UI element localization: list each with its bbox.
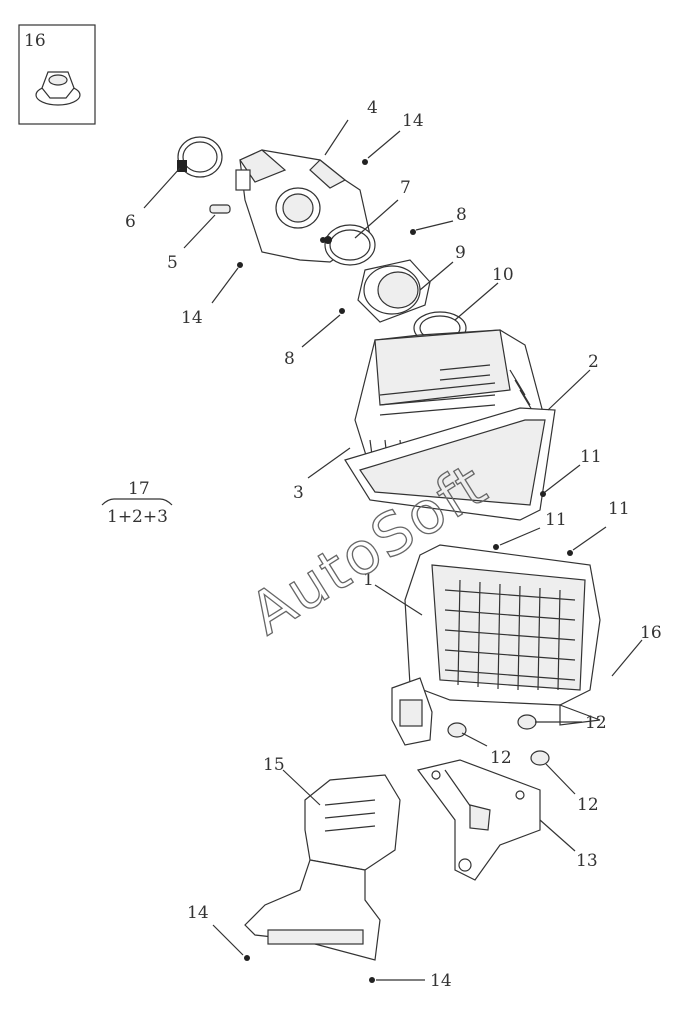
callout-12: 12 <box>490 748 512 768</box>
part-1-lower-housing <box>391 544 601 746</box>
callout-14: 14 <box>402 111 424 131</box>
part-7-ring-clamp <box>324 224 376 266</box>
callout-5: 5 <box>167 253 178 273</box>
callout-8: 8 <box>284 349 295 369</box>
part-6-hose-clamp <box>177 136 223 178</box>
inset-label-16: 16 <box>24 31 46 51</box>
part-9-sensor-housing <box>357 259 431 323</box>
callout-10: 10 <box>492 265 514 285</box>
callout-11: 11 <box>608 499 630 519</box>
callout-8: 8 <box>456 205 467 225</box>
callout-1: 1 <box>363 570 374 590</box>
callout-14: 14 <box>430 971 452 991</box>
callout-13: 13 <box>576 851 598 871</box>
part-2-filter-element <box>344 407 556 521</box>
callout-11: 11 <box>580 447 602 467</box>
callout-15: 15 <box>263 755 285 775</box>
assembly-formula: 1+2+3 <box>107 507 168 527</box>
callout-16: 16 <box>640 623 662 643</box>
part-15-intake-duct <box>244 774 401 961</box>
callout-9: 9 <box>455 243 466 263</box>
part-13-bracket <box>416 759 541 881</box>
leader-lines <box>143 119 643 981</box>
part-12-mounts <box>447 714 550 766</box>
callout-3: 3 <box>293 483 304 503</box>
callout-12: 12 <box>585 713 607 733</box>
part-16-inset: 16 <box>18 24 96 125</box>
fasteners <box>237 159 573 983</box>
callout-12: 12 <box>577 795 599 815</box>
assembly-number: 17 <box>128 479 150 499</box>
callout-labels: 4 14 6 5 7 8 14 9 10 8 2 3 11 11 11 1 16… <box>125 98 662 991</box>
callout-2: 2 <box>588 352 599 372</box>
assembly-note: 17 1+2+3 <box>101 479 173 527</box>
callout-14: 14 <box>181 308 203 328</box>
callout-11: 11 <box>545 510 567 530</box>
part-5-clip <box>209 204 231 214</box>
callout-14: 14 <box>187 903 209 923</box>
flange-nut-icon <box>35 71 81 106</box>
callout-6: 6 <box>125 212 136 232</box>
callout-7: 7 <box>400 178 411 198</box>
callout-4: 4 <box>367 98 378 118</box>
